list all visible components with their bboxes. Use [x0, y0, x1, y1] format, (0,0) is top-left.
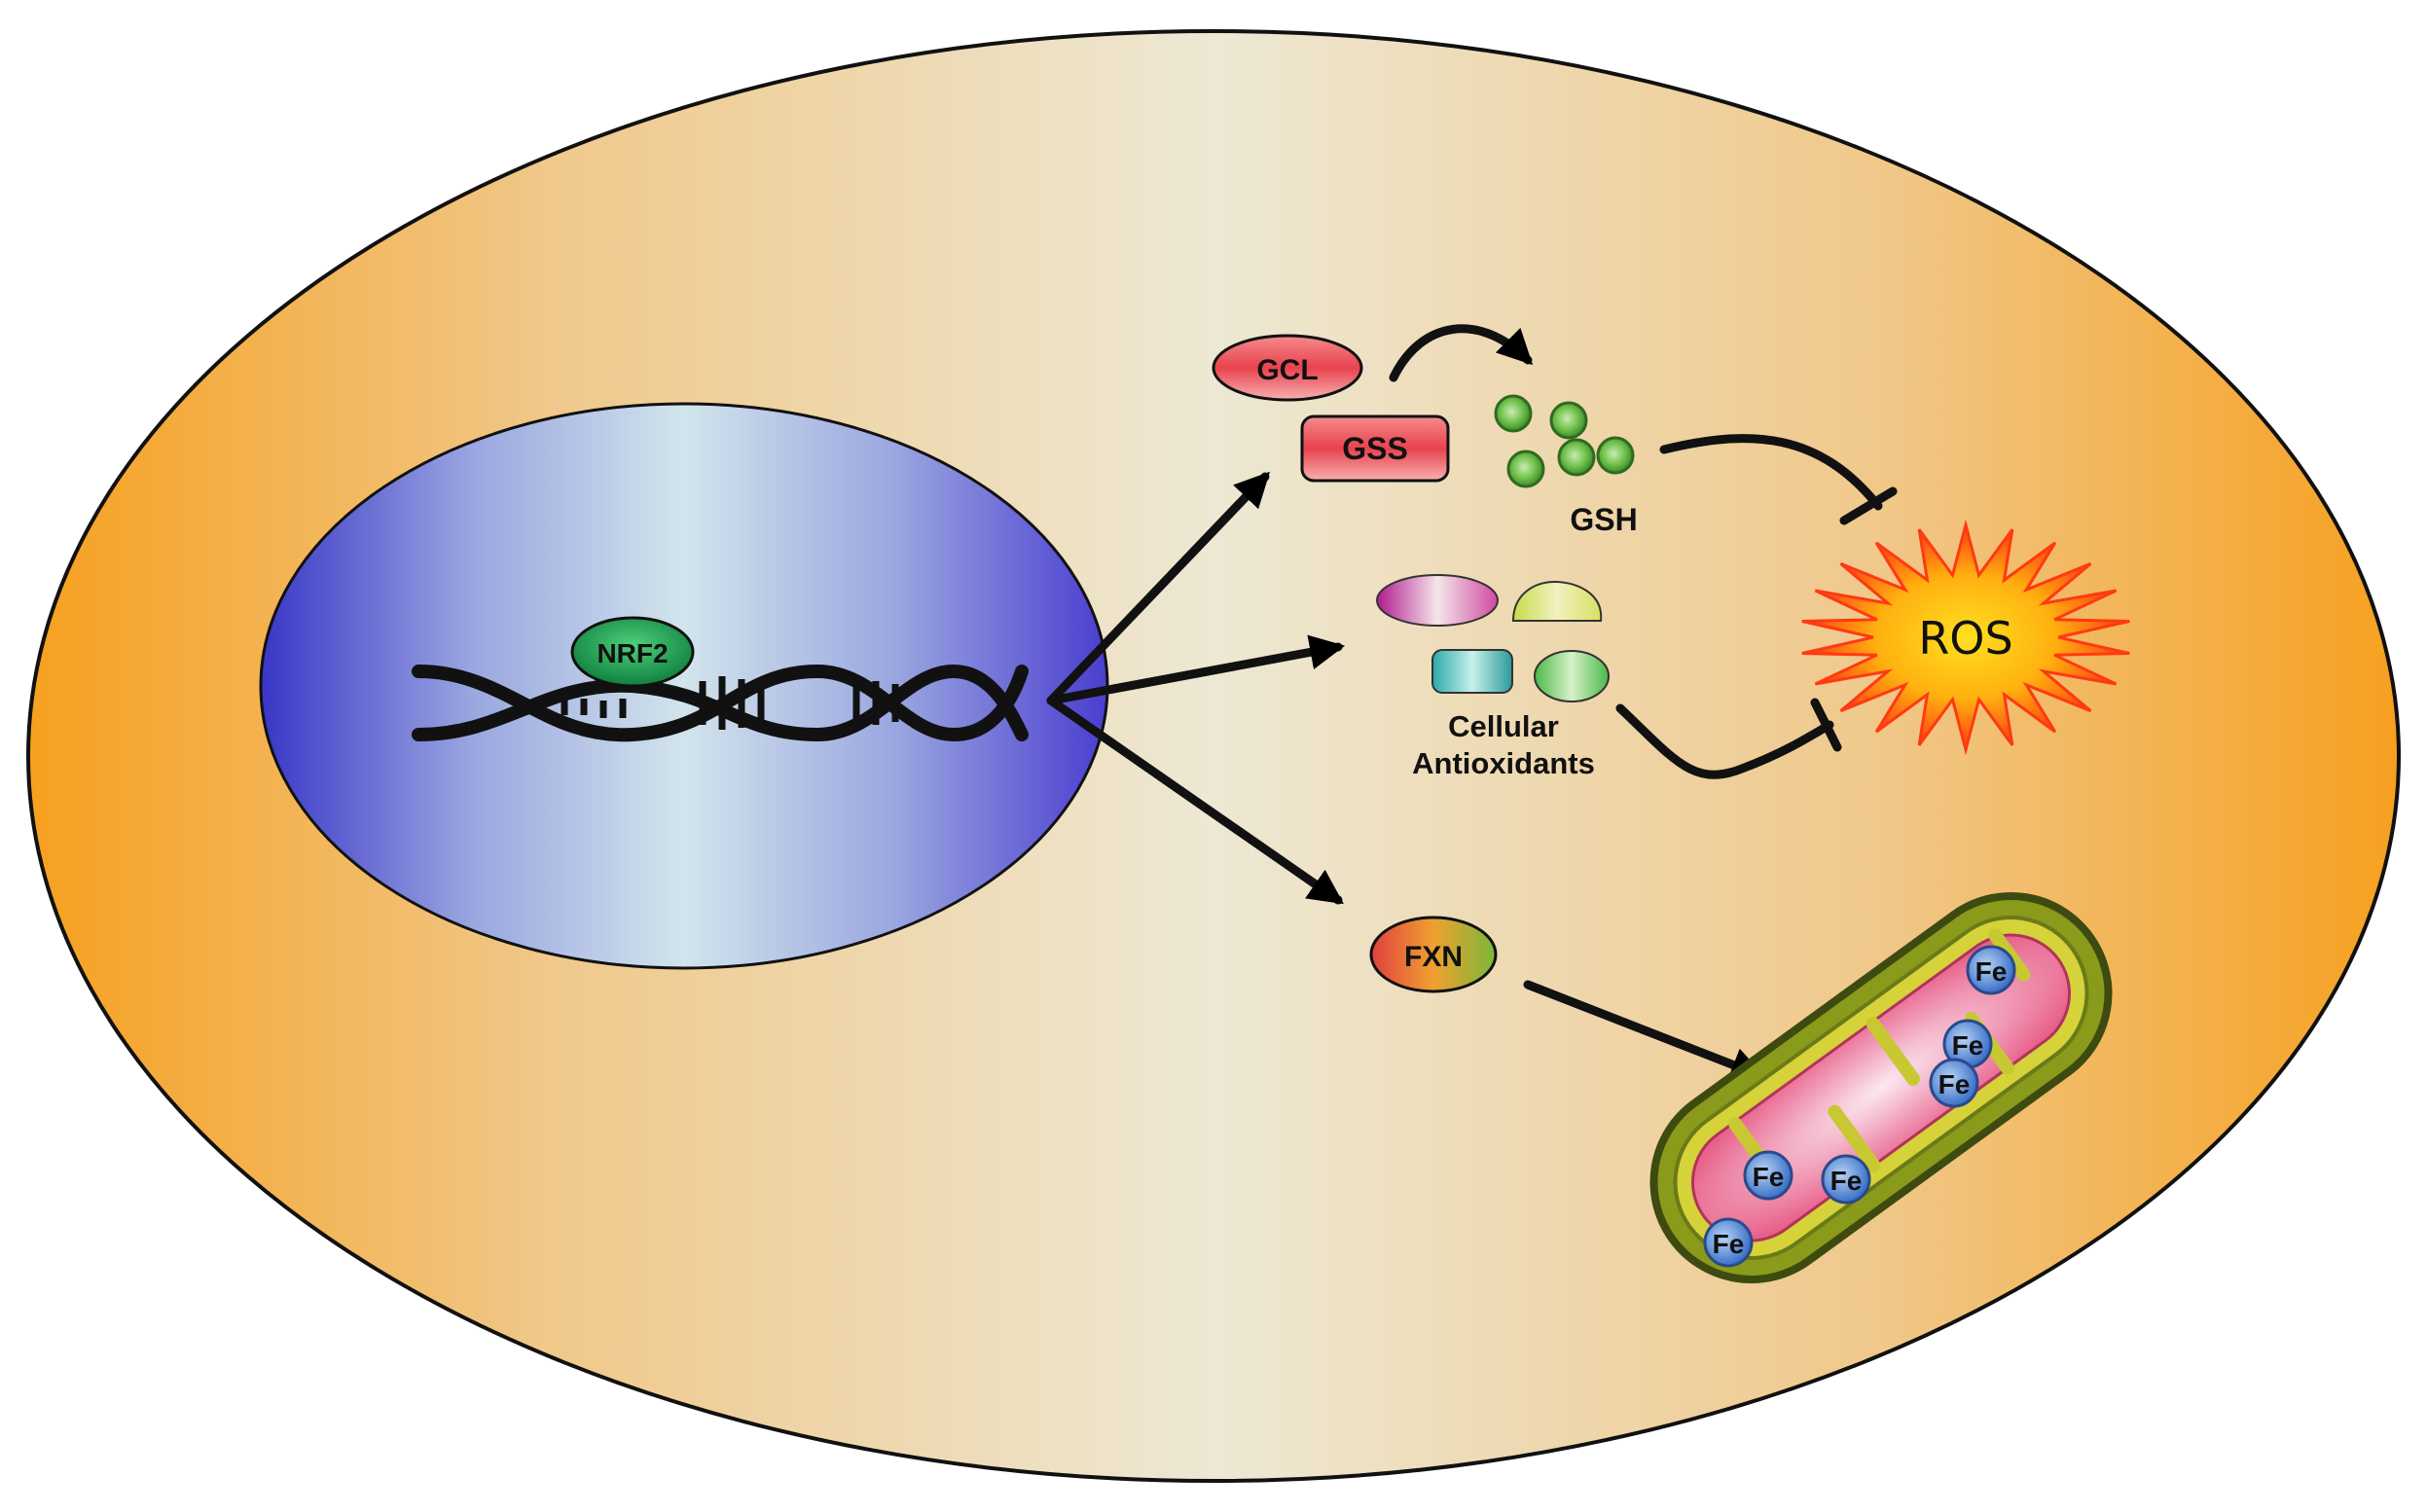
fe-label: Fe — [1830, 1166, 1863, 1196]
ros-burst-icon: ROS — [1801, 519, 2130, 756]
fe-ion: Fe — [1703, 1217, 1754, 1268]
antioxidants-label-line1: Cellular — [1448, 709, 1559, 743]
inhibition-antioxidants-ros — [1615, 698, 1842, 779]
fe-label: Fe — [1975, 956, 2008, 987]
nrf2-label: NRF2 — [597, 638, 668, 668]
fe-label: Fe — [1713, 1229, 1745, 1259]
arrow-to-antioxidants — [1046, 634, 1346, 705]
arrows-from-nucleus — [1046, 471, 1346, 905]
fe-label: Fe — [1938, 1069, 1971, 1099]
fe-ion: Fe — [1743, 1150, 1793, 1201]
gss-enzyme: GSS — [1300, 414, 1450, 483]
fe-ion: Fe — [1966, 945, 2016, 995]
fxn-protein: FXN — [1369, 916, 1498, 993]
gcl-enzyme: GCL — [1212, 334, 1363, 402]
gsh-label: GSH — [1570, 502, 1637, 537]
fe-label: Fe — [1753, 1162, 1785, 1192]
fe-ion: Fe — [1929, 1058, 1979, 1108]
dna-helix-icon — [412, 664, 1029, 742]
inhibition-gsh-ros — [1659, 434, 1898, 525]
cellular-antioxidants — [1376, 574, 1610, 702]
antioxidants-label-line2: Antioxidants — [1412, 746, 1595, 780]
fe-ion: Fe — [1821, 1154, 1871, 1205]
fxn-label: FXN — [1404, 941, 1463, 973]
arrow-fxn-to-mitochondrion — [1523, 980, 1766, 1082]
iron-ions: Fe Fe Fe Fe Fe Fe — [1703, 945, 2016, 1268]
gcl-label: GCL — [1256, 354, 1318, 386]
nrf2-protein: NRF2 — [570, 616, 695, 688]
arrow-to-fxn — [1046, 696, 1344, 905]
arrow-gcl-to-gsh — [1389, 324, 1534, 382]
ros-label: ROS — [1918, 612, 2012, 665]
arrow-to-gss — [1046, 471, 1270, 705]
fe-label: Fe — [1952, 1030, 1984, 1061]
gsh-molecules — [1494, 394, 1635, 488]
gss-label: GSS — [1342, 431, 1408, 466]
